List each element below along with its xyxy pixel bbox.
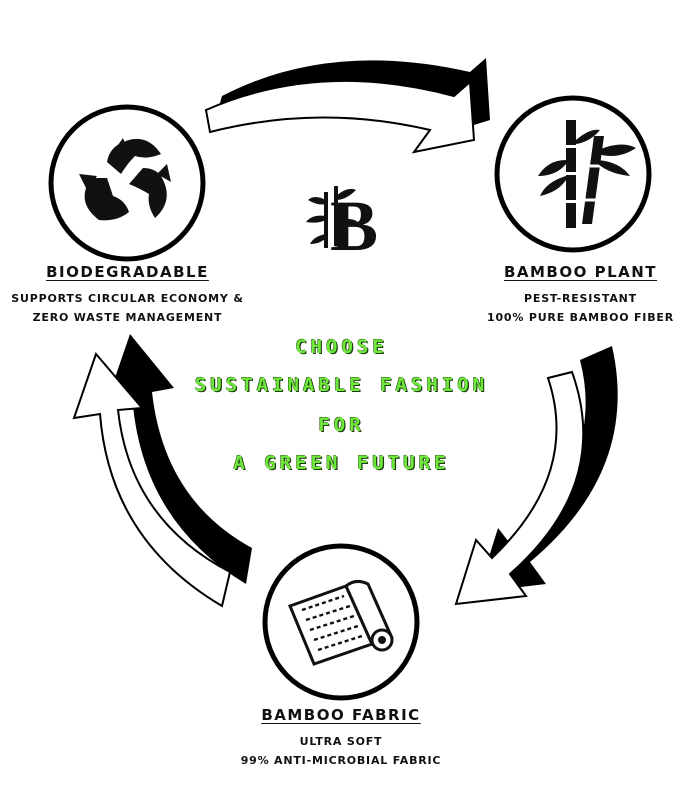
node-title: BIODEGRADABLE [46, 263, 209, 281]
bamboo-b-logo: B [306, 186, 378, 266]
node-biodegradable [48, 104, 206, 262]
arrow-right-icon [454, 346, 618, 606]
node-title: BAMBOO FABRIC [261, 706, 421, 724]
recycle-leaves-icon [79, 138, 171, 221]
slogan-line: SUSTAINABLE FASHION [194, 374, 489, 396]
arrow-top-icon [204, 58, 490, 154]
label-bamboo-fabric: BAMBOO FABRIC ULTRA SOFT 99% ANTI-MICROB… [191, 706, 491, 770]
node-line: ULTRA SOFT [299, 735, 383, 748]
bamboo-icon [538, 120, 636, 228]
node-line: 100% PURE BAMBOO FIBER [487, 311, 674, 324]
label-bamboo-plant: BAMBOO PLANT PEST-RESISTANT 100% PURE BA… [478, 263, 683, 327]
slogan-line: A GREEN FUTURE [233, 452, 450, 474]
slogan-line: FOR [318, 414, 365, 436]
arrow-left-icon [72, 334, 252, 608]
node-bamboo-fabric [262, 543, 420, 701]
node-line: 99% ANTI-MICROBIAL FABRIC [240, 754, 442, 767]
fabric-roll-icon [288, 579, 394, 666]
node-title: BAMBOO PLANT [503, 263, 658, 281]
slogan-line: CHOOSE [295, 336, 388, 358]
node-line: PEST-RESISTANT [524, 292, 637, 305]
node-line: SUPPORTS CIRCULAR ECONOMY & [11, 292, 244, 305]
node-bamboo-plant [494, 95, 652, 253]
label-biodegradable: BIODEGRADABLE SUPPORTS CIRCULAR ECONOMY … [0, 263, 255, 327]
node-line: ZERO WASTE MANAGEMENT [32, 311, 223, 324]
